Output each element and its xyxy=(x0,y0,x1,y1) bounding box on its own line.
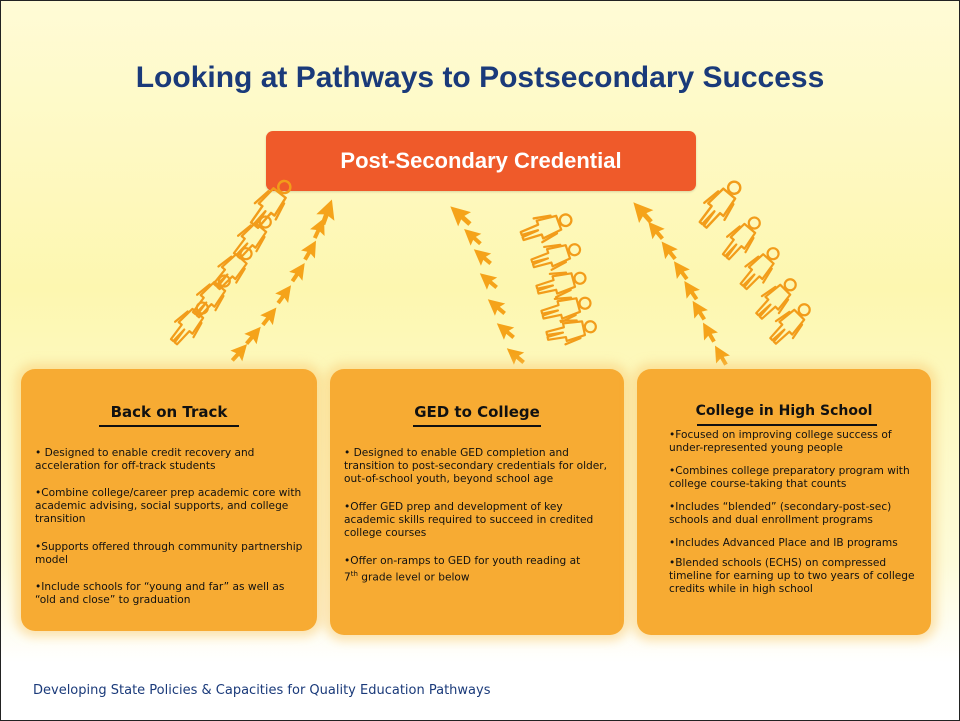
pathway-title: College in High School xyxy=(695,403,873,419)
slide-title: Looking at Pathways to Postsecondary Suc… xyxy=(135,61,825,94)
bullet: •Include schools for “young and far” as … xyxy=(35,581,285,606)
left-arrows xyxy=(226,196,341,366)
bullet: •Supports offered through community part… xyxy=(35,541,303,566)
pathway-title: GED to College xyxy=(414,403,540,421)
pathway-box-college-in-high-school: College in High School •Focused on impro… xyxy=(637,369,931,635)
left-people xyxy=(163,172,300,351)
bullet: •Includes “blended” (secondary-post-sec)… xyxy=(669,501,892,526)
bullet-text: •Offer on-ramps to GED for youth reading… xyxy=(344,555,581,567)
middle-arrows xyxy=(443,199,529,369)
middle-people xyxy=(516,205,600,349)
title-underline xyxy=(99,425,239,427)
grade-number: 7 xyxy=(344,571,351,584)
bullet: •Focused on improving college success of… xyxy=(669,429,892,454)
pathway-box-ged-to-college: GED to College • Designed to enable GED … xyxy=(330,369,624,635)
bullet-text: grade level or below xyxy=(357,571,470,584)
bullet: •Includes Advanced Place and IB programs xyxy=(669,537,898,549)
post-secondary-credential-box: Post-Secondary Credential xyxy=(266,131,696,191)
bullet: •Combine college/career prep academic co… xyxy=(35,487,302,525)
pathway-illustration xyxy=(163,172,818,369)
right-people xyxy=(691,173,818,351)
bullet: •Blended schools (ECHS) on compressed ti… xyxy=(669,557,915,595)
footer-text: Developing State Policies & Capacities f… xyxy=(33,683,491,698)
pathway-box-back-on-track: Back on Track • Designed to enable credi… xyxy=(21,369,317,631)
bullet: •Offer on-ramps to GED for youth reading… xyxy=(344,555,612,585)
title-underline xyxy=(413,425,541,427)
ordinal-suffix: th xyxy=(350,570,358,578)
title-underline xyxy=(697,424,877,426)
right-arrows xyxy=(626,195,733,369)
pathway-title: Back on Track xyxy=(110,403,228,421)
bullet: •Combines college preparatory program wi… xyxy=(669,465,910,490)
bullet: • Designed to enable GED completion and … xyxy=(344,447,607,485)
bullet: • Designed to enable credit recovery and… xyxy=(35,447,255,472)
bullet: •Offer GED prep and development of key a… xyxy=(344,501,594,539)
